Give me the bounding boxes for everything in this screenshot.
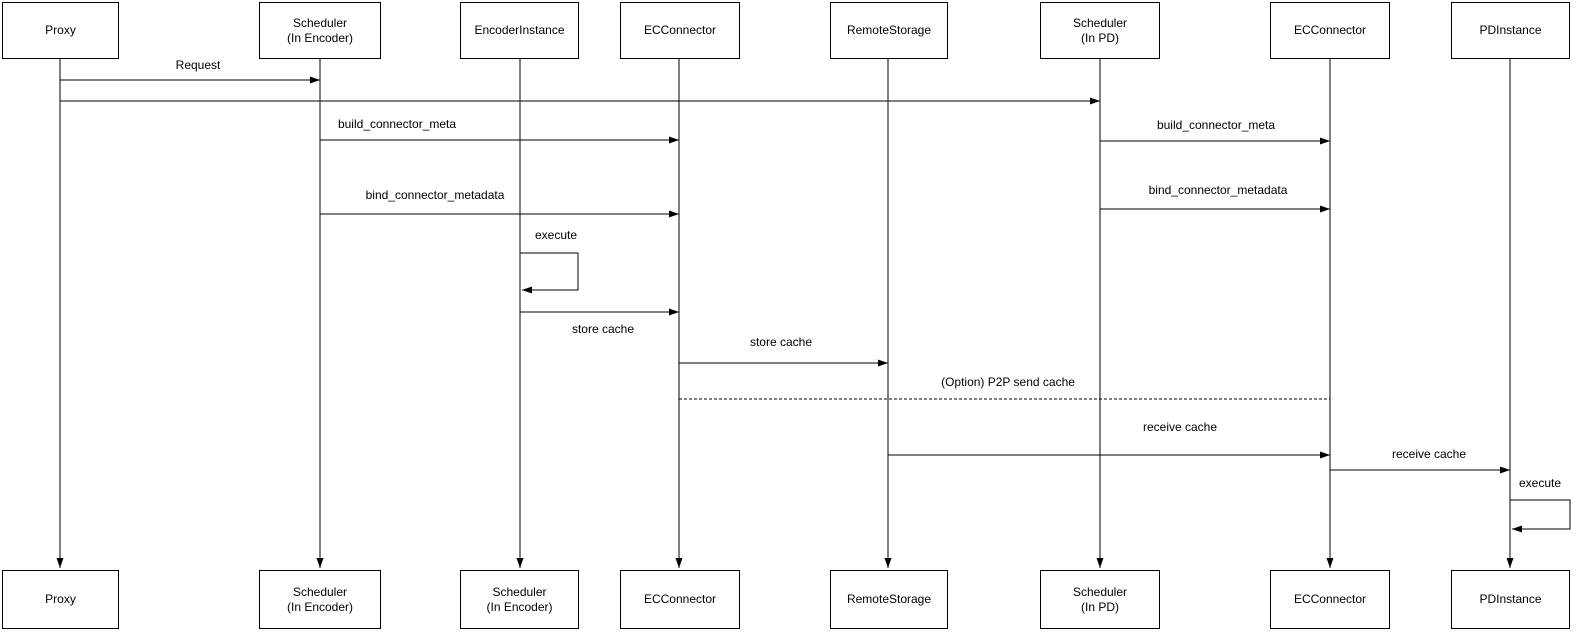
- actor-label: Scheduler (In Encoder): [486, 584, 553, 614]
- message-label-12: execute: [1518, 476, 1562, 490]
- message-label-9: (Option) P2P send cache: [941, 375, 1075, 389]
- message-label-4: bind_connector_metadata: [365, 188, 505, 202]
- message-label-7: store cache: [571, 322, 635, 336]
- self-message-line-12: [1510, 499, 1571, 533]
- actor-box-bottom-scheduler-encoder: Scheduler (In Encoder): [259, 570, 381, 629]
- actor-label: ECConnector: [1293, 23, 1367, 37]
- actor-label: RemoteStorage: [846, 23, 932, 37]
- actor-box-bottom-remote-storage: RemoteStorage: [830, 570, 948, 629]
- actor-box-top-ec-connector: ECConnector: [620, 2, 740, 59]
- actor-box-top-scheduler-pd: Scheduler (In PD): [1040, 2, 1160, 59]
- actor-box-top-remote-storage: RemoteStorage: [830, 2, 948, 59]
- message-label-10: receive cache: [1142, 420, 1218, 434]
- actor-label: ECConnector: [643, 592, 717, 606]
- actor-box-bottom-ec-connector: ECConnector: [620, 570, 740, 629]
- actor-label: RemoteStorage: [846, 592, 932, 606]
- message-label-6: execute: [534, 228, 578, 242]
- actor-box-bottom-ec-connector-2: ECConnector: [1270, 570, 1390, 629]
- actor-label: PDInstance: [1479, 592, 1542, 606]
- message-label-8: store cache: [749, 335, 813, 349]
- message-label-0: Request: [175, 58, 221, 72]
- message-label-11: receive cache: [1391, 447, 1467, 461]
- actor-label: Proxy: [45, 23, 76, 37]
- message-label-2: build_connector_meta: [337, 117, 457, 131]
- actor-box-top-proxy: Proxy: [2, 2, 119, 59]
- actor-box-bottom-proxy: Proxy: [2, 570, 119, 629]
- actor-box-top-pd-instance: PDInstance: [1451, 2, 1570, 59]
- actor-label: EncoderInstance: [474, 23, 565, 37]
- actor-label: PDInstance: [1479, 23, 1542, 37]
- self-message-line-6: [520, 252, 579, 294]
- actor-box-bottom-encoder-instance: Scheduler (In Encoder): [460, 570, 579, 629]
- actor-box-top-ec-connector-2: ECConnector: [1270, 2, 1390, 59]
- message-label-5: bind_connector_metadata: [1148, 183, 1288, 197]
- message-label-3: build_connector_meta: [1156, 118, 1276, 132]
- actor-label: Proxy: [45, 592, 76, 606]
- actor-label: ECConnector: [643, 23, 717, 37]
- actor-label: Scheduler (In Encoder): [286, 584, 354, 614]
- actor-label: ECConnector: [1293, 592, 1367, 606]
- actor-box-top-encoder-instance: EncoderInstance: [460, 2, 579, 59]
- actor-label: Scheduler (In Encoder): [286, 15, 354, 45]
- actor-label: Scheduler (In PD): [1072, 15, 1128, 45]
- actor-box-top-scheduler-encoder: Scheduler (In Encoder): [259, 2, 381, 59]
- actor-label: Scheduler (In PD): [1072, 584, 1128, 614]
- actor-box-bottom-scheduler-pd: Scheduler (In PD): [1040, 570, 1160, 629]
- actor-box-bottom-pd-instance: PDInstance: [1451, 570, 1570, 629]
